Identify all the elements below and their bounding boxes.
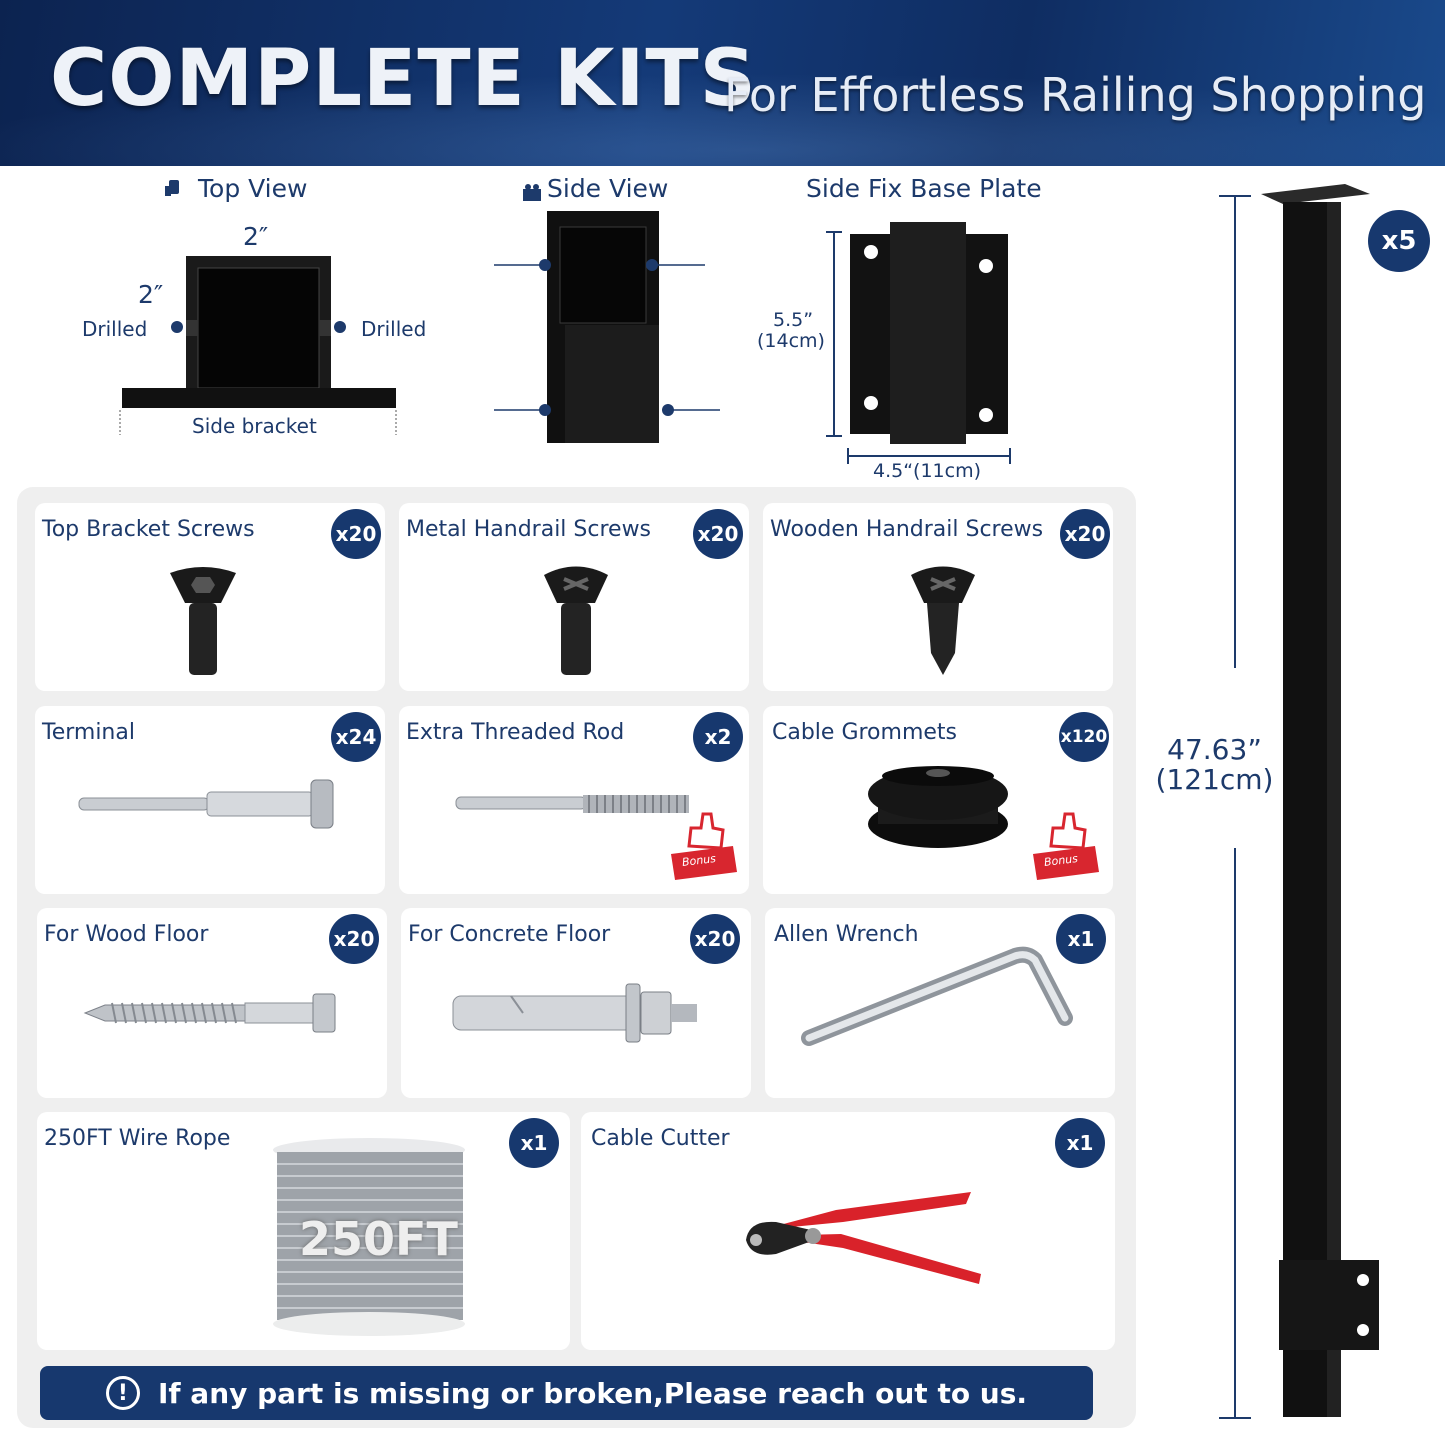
- hex-screw-icon: [170, 567, 236, 675]
- part-name: Wooden Handrail Screws: [770, 517, 1044, 542]
- part-card-concrete-floor: For Concrete Floor x20: [401, 908, 751, 1098]
- part-card-terminal: Terminal x24: [35, 706, 385, 894]
- post-drawing: [1219, 184, 1379, 1419]
- qty-badge: x20: [331, 509, 381, 559]
- base-plate-height-in: 5.5”: [773, 309, 814, 331]
- post-height-cm: (121cm): [1155, 763, 1274, 796]
- qty-badge: x1: [509, 1118, 559, 1168]
- part-name: Extra Threaded Rod: [406, 720, 625, 745]
- qty-badge: x20: [329, 914, 379, 964]
- part-card-top-bracket-screws: Top Bracket Screws x20: [35, 503, 385, 691]
- qty-badge: x24: [331, 712, 381, 762]
- post-height-in: 47.63”: [1167, 733, 1262, 766]
- part-card-cable-grommets: Cable Grommets x120 Bonus: [763, 706, 1113, 894]
- side-view-label: Side View: [547, 174, 669, 203]
- base-plate-width: 4.5“(11cm): [873, 460, 982, 482]
- drilled-right-label: Drilled: [361, 317, 427, 341]
- qty-badge: x20: [1060, 509, 1110, 559]
- side-view-icon: [523, 184, 541, 201]
- wire-spool-icon: [273, 1138, 465, 1336]
- wood-screw-icon: [911, 566, 975, 675]
- page-title: COMPLETE KITS: [50, 34, 757, 124]
- terminal-icon: [78, 779, 334, 829]
- post-height-label: 47.63” (121cm): [1152, 735, 1277, 795]
- top-view-icon: [165, 180, 179, 196]
- header-banner: COMPLETE KITS For Effortless Railing Sho…: [0, 0, 1445, 166]
- qty-badge: x20: [693, 509, 743, 559]
- part-name: Allen Wrench: [774, 922, 919, 947]
- qty-badge: x1: [1056, 914, 1106, 964]
- base-plate-drawing: [826, 222, 1011, 464]
- drilled-left-label: Drilled: [82, 317, 148, 341]
- allen-wrench-icon: [801, 946, 1073, 1046]
- top-view-width: 2″: [243, 222, 269, 251]
- side-view-drawing: [494, 211, 720, 443]
- part-card-metal-handrail-screws: Metal Handrail Screws x20: [399, 503, 749, 691]
- part-card-extra-threaded-rod: Extra Threaded Rod x2 Bonus: [399, 706, 749, 894]
- side-bracket-label: Side bracket: [192, 414, 317, 438]
- exclamation-circle-icon: !: [105, 1376, 140, 1410]
- notice-text: If any part is missing or broken,Please …: [157, 1376, 1028, 1410]
- base-plate-label: Side Fix Base Plate: [806, 174, 1042, 203]
- qty-badge: x2: [693, 712, 743, 762]
- top-view-drawing: [119, 256, 397, 435]
- qty-badge: x20: [690, 914, 740, 964]
- qty-badge: x120: [1059, 712, 1109, 762]
- contact-notice-bar: ! If any part is missing or broken,Pleas…: [40, 1366, 1093, 1420]
- part-name: Cable Grommets: [772, 720, 958, 745]
- part-card-allen-wrench: Allen Wrench x1: [765, 908, 1115, 1098]
- part-name: 250FT Wire Rope: [44, 1126, 231, 1151]
- qty-badge: x1: [1055, 1118, 1105, 1168]
- bonus-sticker-icon: [671, 812, 737, 880]
- top-view-height: 2″: [138, 280, 164, 309]
- part-card-cable-cutter: Cable Cutter x1: [581, 1112, 1115, 1350]
- lag-screw-icon: [83, 993, 336, 1033]
- part-card-wood-floor: For Wood Floor x20: [37, 908, 387, 1098]
- part-card-wooden-handrail-screws: Wooden Handrail Screws x20: [763, 503, 1113, 691]
- post-quantity-badge: x5: [1368, 210, 1430, 272]
- spool-label: 250FT: [299, 1212, 458, 1266]
- part-name: Top Bracket Screws: [42, 517, 255, 542]
- grommet-icon: [868, 766, 1099, 880]
- part-name: Terminal: [42, 720, 135, 745]
- part-name: For Wood Floor: [44, 922, 209, 947]
- anchor-bolt-icon: [452, 983, 697, 1043]
- part-name: For Concrete Floor: [408, 922, 611, 947]
- threaded-rod-icon: [455, 795, 737, 880]
- bonus-sticker-icon: [1033, 812, 1099, 880]
- phillips-screw-icon: [544, 566, 608, 675]
- base-plate-height-cm: (14cm): [757, 330, 825, 352]
- cable-cutter-icon: [746, 1192, 981, 1284]
- part-name: Metal Handrail Screws: [406, 517, 652, 542]
- part-name: Cable Cutter: [591, 1126, 730, 1151]
- top-view-label: Top View: [198, 174, 308, 203]
- part-card-wire-rope: 250FT Wire Rope 250FT x1: [37, 1112, 570, 1350]
- page-subtitle: For Effortless Railing Shopping: [724, 68, 1427, 122]
